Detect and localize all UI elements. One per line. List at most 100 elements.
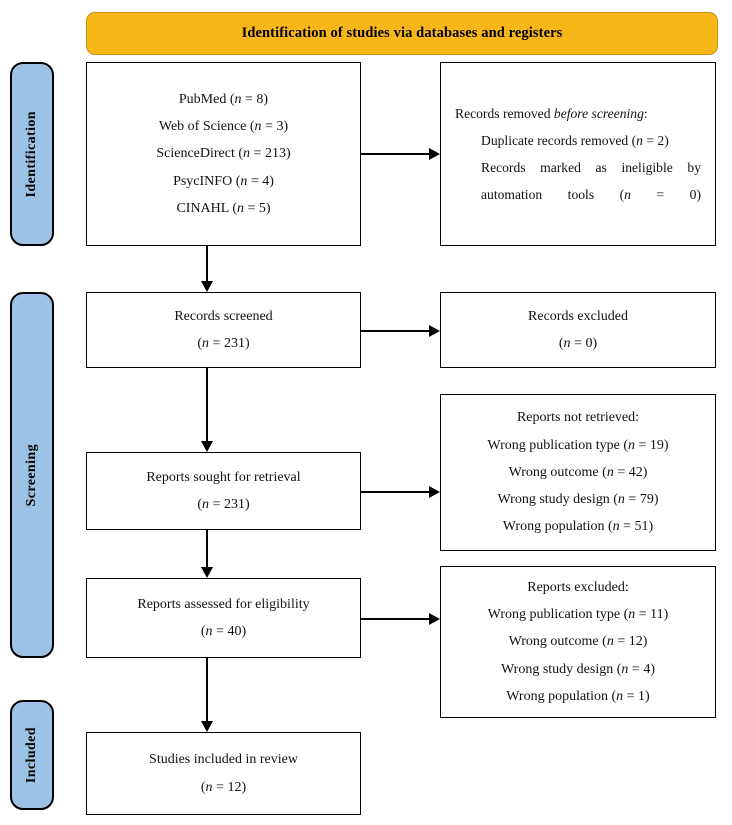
reports-sought-title: Reports sought for retrieval (146, 469, 301, 485)
source-count: 8 (256, 91, 264, 107)
reason-count: 19 (649, 437, 664, 453)
reason-row: Wrong population (n = 51) (502, 519, 654, 535)
connector-screened-to-sought (206, 368, 208, 441)
reason-count: 12 (628, 634, 643, 650)
records-excluded-n: 0 (585, 336, 593, 351)
reason-count: 1 (638, 688, 646, 704)
records-removed-box: Records removed before screening: Duplic… (440, 62, 716, 246)
reports-assessed-n: 40 (227, 624, 242, 639)
records-ineligible-automation-value: = 0) (630, 187, 701, 203)
records-removed-heading-italic: before screening (553, 105, 644, 121)
source-row: PsycINFO (n = 4) (173, 173, 274, 189)
connector-sources-to-removed (361, 153, 429, 155)
records-screened-title: Records screened (174, 308, 273, 324)
reason-label: Wrong study design (497, 492, 610, 508)
identification-banner: Identification of studies via databases … (86, 12, 718, 55)
reason-label: Wrong publication type (487, 437, 620, 453)
arrowhead-sources-to-removed (429, 148, 440, 160)
source-label: Web of Science (158, 119, 247, 135)
arrowhead-sought-to-assessed (201, 567, 213, 578)
reason-row: Wrong study design (n = 79) (497, 492, 659, 508)
reason-count: 4 (643, 661, 651, 677)
arrowhead-sources-to-screened (201, 281, 213, 292)
source-row: Web of Science (n = 3) (158, 119, 289, 135)
duplicate-records-removed-text: Duplicate records removed ( (481, 132, 637, 148)
source-row: CINAHL (n = 5) (176, 200, 271, 216)
reason-count: 42 (628, 464, 643, 480)
duplicate-records-removed: Duplicate records removed (n = 2) (455, 127, 701, 154)
reason-row: Wrong outcome (n = 42) (508, 464, 648, 480)
arrowhead-screened-to-sought (201, 441, 213, 452)
reason-count: 51 (634, 519, 649, 535)
reason-row: Wrong publication type (n = 19) (487, 437, 669, 453)
reports-assessed-title: Reports assessed for eligibility (137, 596, 310, 612)
phase-label-identification: Identification (10, 62, 54, 246)
records-removed-heading: Records removed before screening: (455, 100, 701, 127)
records-screened-count: (n = 231) (197, 336, 250, 351)
records-ineligible-automation: Records marked as ineligible by automati… (455, 154, 701, 208)
records-removed-heading-plain: Records removed (455, 105, 554, 121)
reason-label: Wrong publication type (487, 607, 621, 623)
studies-included-title: Studies included in review (149, 752, 298, 768)
reports-assessed-count: (n = 40) (200, 624, 247, 639)
source-row: PubMed (n = 8) (178, 91, 269, 107)
records-ineligible-automation-text: Records marked as ineligible by automati… (481, 160, 701, 203)
studies-included-n: 12 (227, 779, 242, 795)
banner-title: Identification of studies via databases … (241, 25, 563, 41)
reason-label: Wrong population (506, 688, 608, 704)
reason-label: Wrong outcome (508, 464, 599, 480)
arrowhead-assessed-to-excluded (429, 613, 440, 625)
source-count: 213 (264, 146, 286, 162)
records-excluded-box: Records excluded (n = 0) (440, 292, 716, 368)
arrowhead-sought-to-notretrieved (429, 486, 440, 498)
phase-label-included: Included (10, 700, 54, 810)
reason-label: Wrong study design (501, 661, 614, 677)
source-label: ScienceDirect (156, 146, 235, 162)
duplicate-records-removed-n: n (636, 132, 643, 148)
source-row: ScienceDirect (n = 213) (156, 146, 291, 162)
connector-sought-to-assessed (206, 530, 208, 567)
reports-sought-n: 231 (223, 497, 245, 512)
connector-sought-to-notretrieved (361, 491, 429, 493)
phase-label-screening: Screening (10, 292, 54, 658)
connector-assessed-to-excluded (361, 618, 429, 620)
source-label: PsycINFO (173, 173, 233, 189)
records-excluded-title: Records excluded (528, 308, 628, 324)
reports-excluded-title: Reports excluded: (527, 579, 629, 595)
phase-label-identification-text: Identification (24, 110, 39, 198)
reason-row: Wrong publication type (n = 11) (487, 607, 669, 623)
reason-row: Wrong outcome (n = 12) (508, 634, 648, 650)
studies-included-count: (n = 12) (200, 779, 247, 795)
connector-sources-to-screened (206, 246, 208, 281)
source-label: PubMed (178, 91, 227, 107)
connector-screened-to-excluded (361, 330, 429, 332)
reason-label: Wrong outcome (508, 634, 599, 650)
reports-sought-count: (n = 231) (197, 497, 250, 512)
source-label: CINAHL (176, 200, 229, 216)
records-screened-box: Records screened (n = 231) (86, 292, 361, 368)
records-removed-heading-colon: : (643, 105, 648, 121)
reports-not-retrieved-box: Reports not retrieved: Wrong publication… (440, 394, 716, 551)
source-count: 3 (276, 119, 284, 135)
reason-count: 79 (639, 492, 654, 508)
reports-excluded-box: Reports excluded: Wrong publication type… (440, 566, 716, 718)
reports-sought-box: Reports sought for retrieval (n = 231) (86, 452, 361, 530)
reason-row: Wrong study design (n = 4) (501, 661, 655, 677)
arrowhead-screened-to-excluded (429, 325, 440, 337)
source-count: 4 (262, 173, 270, 189)
studies-included-box: Studies included in review (n = 12) (86, 732, 361, 815)
reports-not-retrieved-title: Reports not retrieved: (516, 410, 640, 426)
reports-assessed-box: Reports assessed for eligibility (n = 40… (86, 578, 361, 658)
phase-label-screening-text: Screening (24, 443, 39, 507)
phase-label-included-text: Included (24, 726, 39, 784)
records-excluded-count: (n = 0) (558, 336, 598, 351)
arrowhead-assessed-to-included (201, 721, 213, 732)
source-count: 5 (258, 200, 266, 216)
connector-assessed-to-included (206, 658, 208, 721)
reason-count: 11 (650, 607, 664, 623)
records-screened-n: 231 (223, 336, 245, 351)
reason-label: Wrong population (502, 519, 605, 535)
duplicate-records-removed-value: = 2) (642, 132, 669, 148)
records-identified-box: PubMed (n = 8) Web of Science (n = 3) Sc… (86, 62, 361, 246)
reason-row: Wrong population (n = 1) (506, 688, 650, 704)
